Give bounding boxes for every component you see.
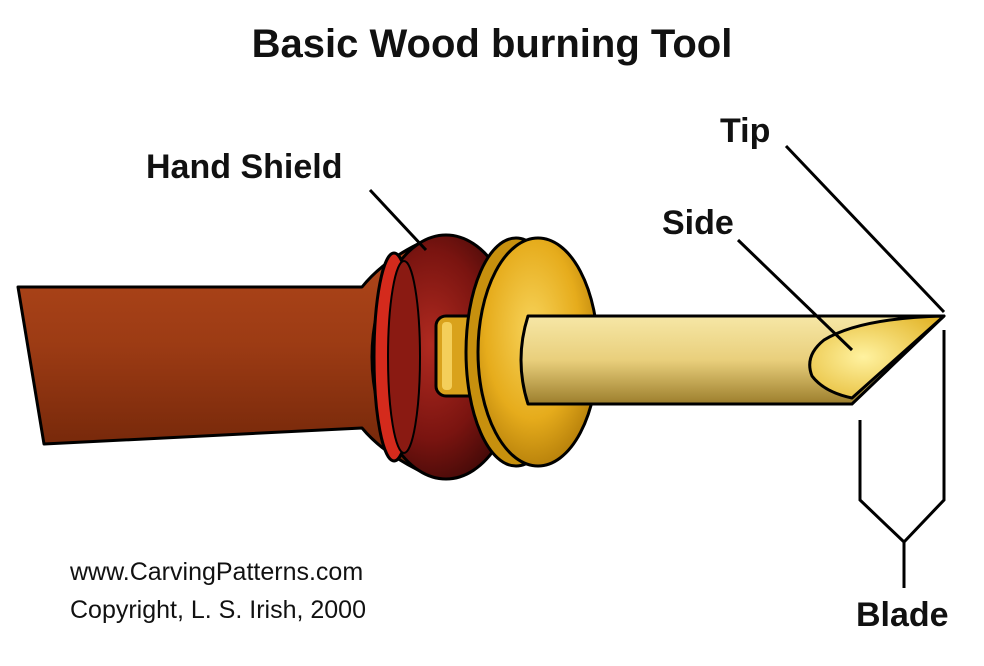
blade-label: Blade [856,596,949,634]
hand-shield-leader [368,188,428,252]
hand-shield-label: Hand Shield [146,148,343,186]
diagram-title: Basic Wood burning Tool [251,22,733,66]
side-label: Side [662,204,734,242]
tip-leader [784,144,946,314]
side-leader [736,238,854,352]
copyright-credit: Copyright, L. S. Irish, 2000 [70,596,366,624]
website-credit: www.CarvingPatterns.com [70,558,364,586]
nib-side [808,314,946,400]
handle [16,242,420,472]
tip-label: Tip [720,112,771,150]
